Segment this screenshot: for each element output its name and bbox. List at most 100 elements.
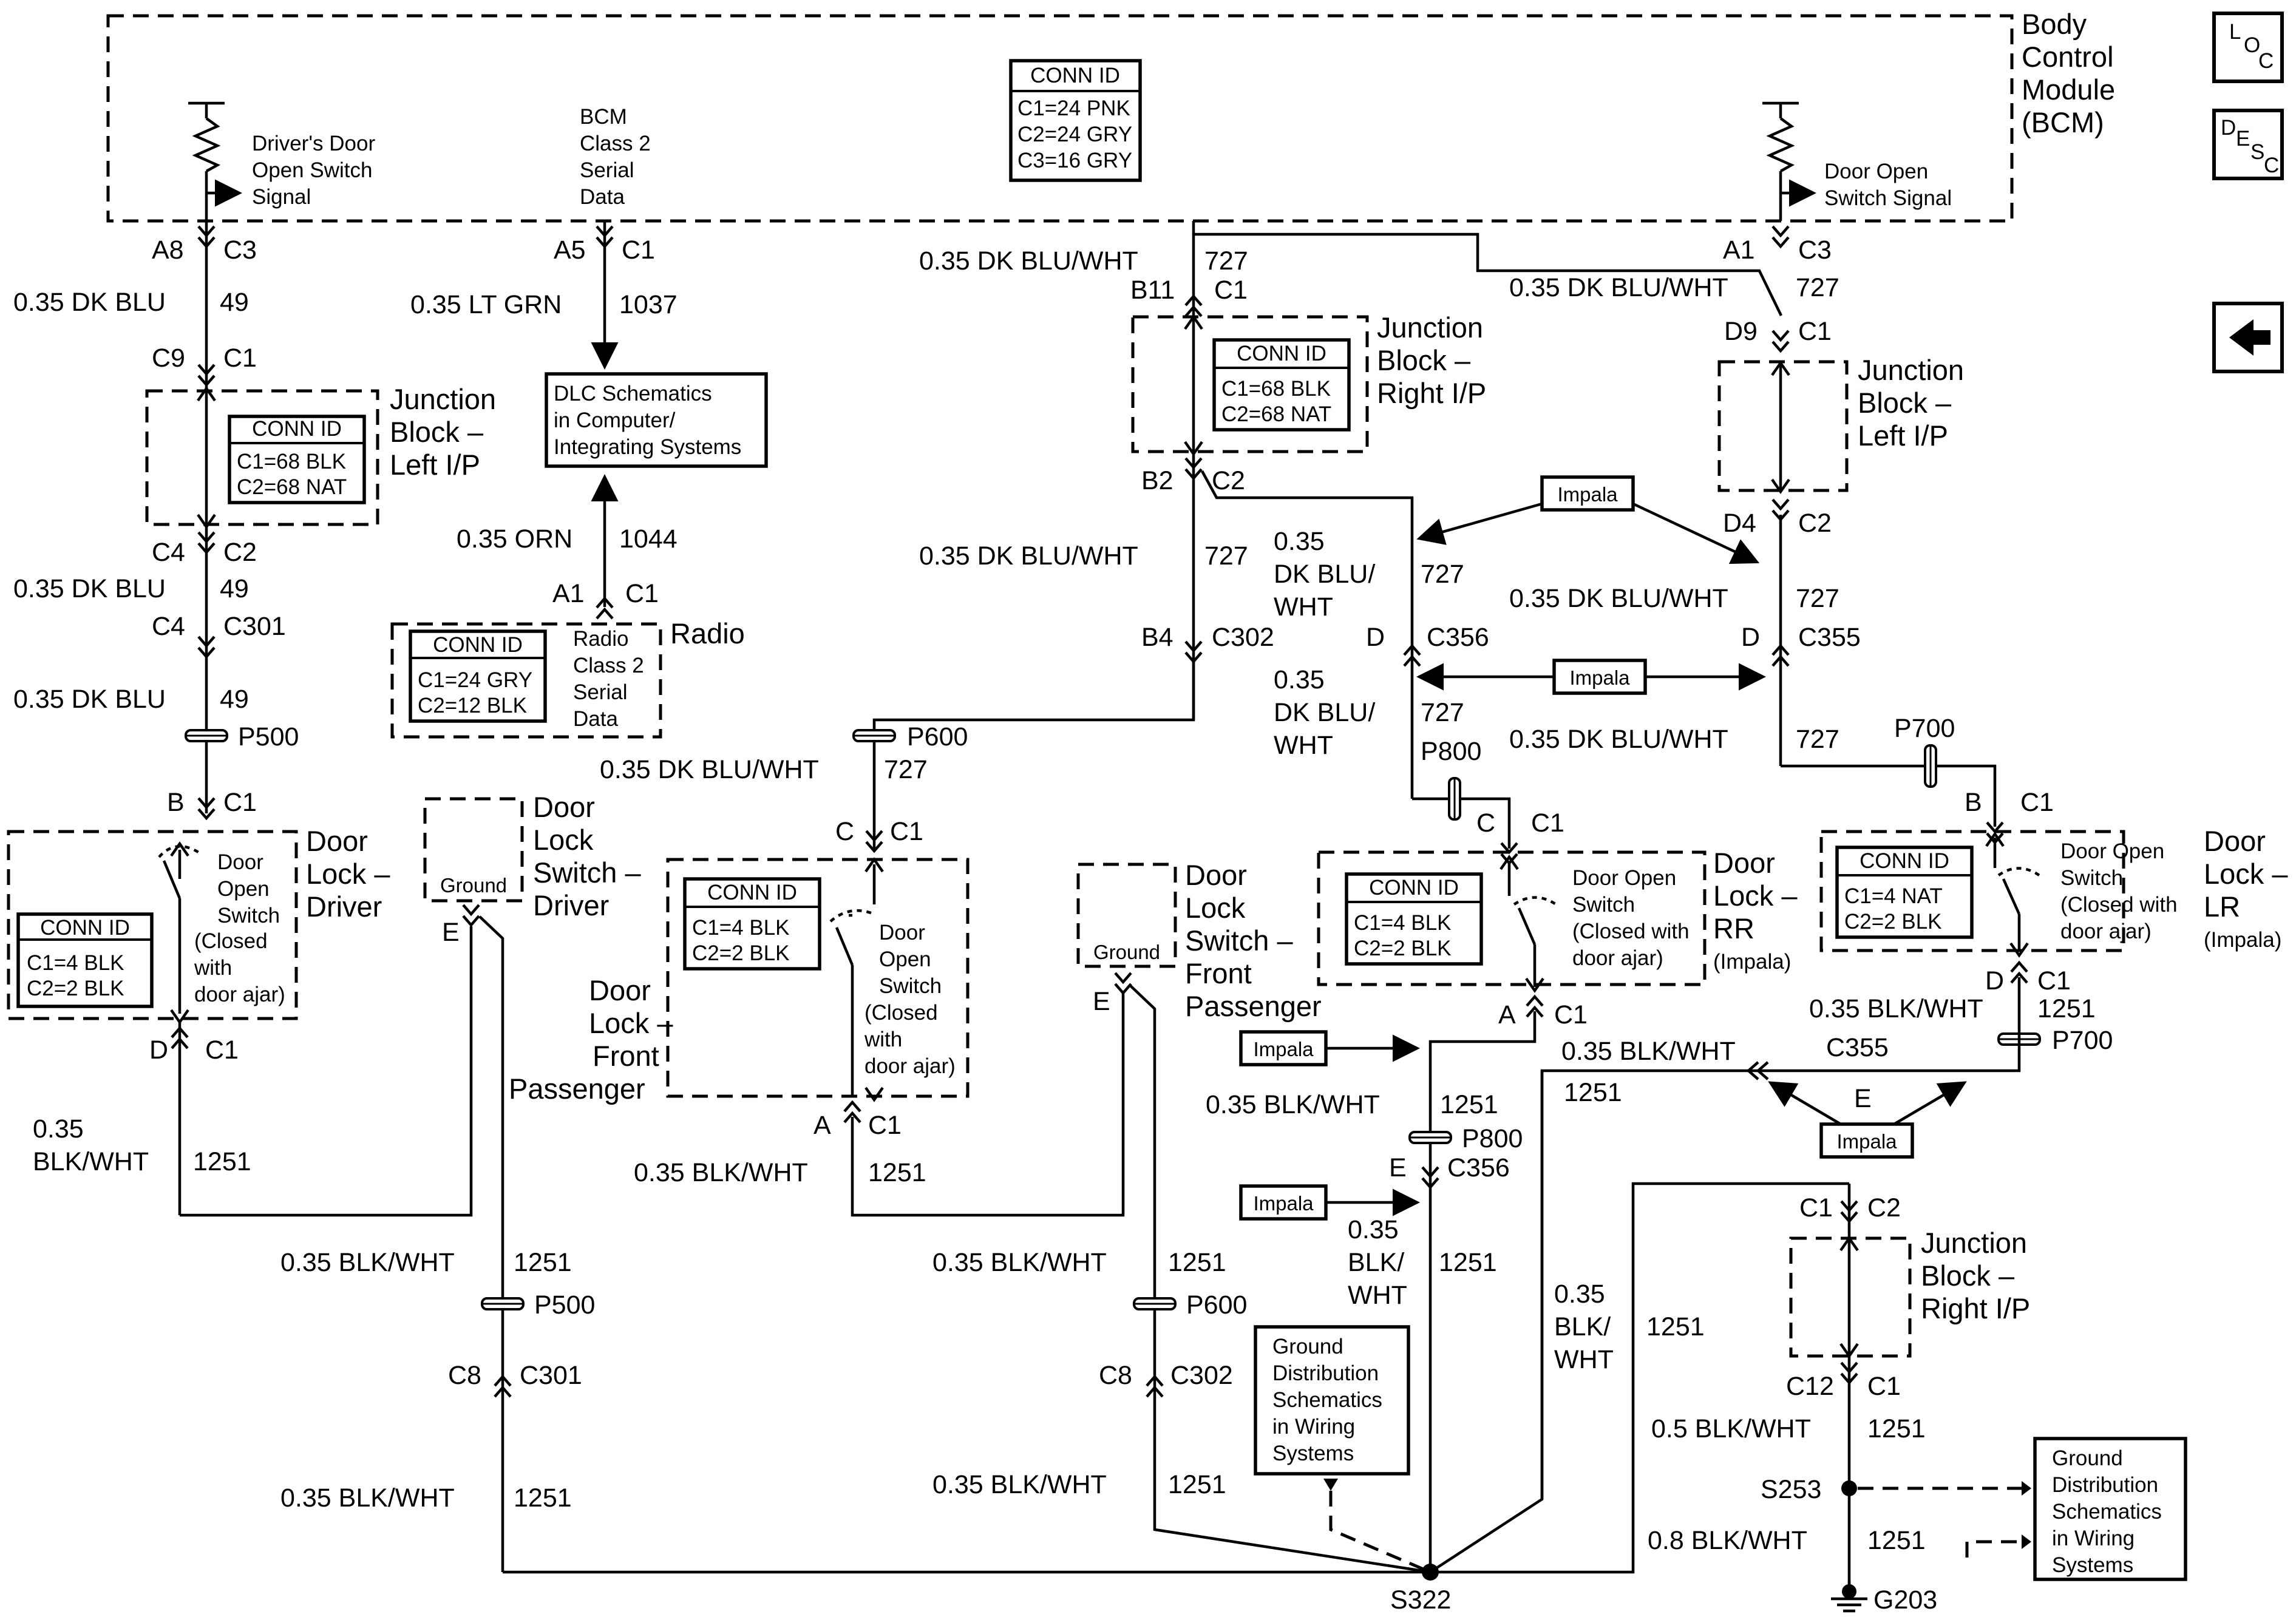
svg-text:E: E	[1093, 987, 1110, 1016]
svg-text:Open: Open	[217, 877, 270, 901]
loc-button[interactable]: L O C	[2212, 12, 2284, 83]
svg-text:P500: P500	[534, 1290, 595, 1320]
svg-text:0.35 DK BLU: 0.35 DK BLU	[13, 288, 166, 317]
svg-text:0.35: 0.35	[1274, 527, 1325, 556]
svg-text:0.35 DK BLU/WHT: 0.35 DK BLU/WHT	[919, 246, 1138, 276]
junction-block-right-ip-2: Junction Block – Right I/P	[1789, 1227, 2030, 1358]
svg-text:Class 2: Class 2	[573, 654, 644, 677]
svg-text:Ground: Ground	[1093, 941, 1160, 963]
svg-text:BLK/: BLK/	[1348, 1248, 1404, 1277]
svg-text:Lock –: Lock –	[1713, 880, 1798, 912]
svg-text:Door: Door	[1185, 859, 1247, 891]
svg-text:0.35: 0.35	[33, 1114, 84, 1144]
svg-text:49: 49	[220, 574, 249, 603]
svg-text:D4: D4	[1723, 509, 1756, 538]
impala-tag-4: Impala	[1416, 659, 1766, 695]
svg-text:BCM: BCM	[580, 105, 627, 129]
desc-button[interactable]: D E S C	[2212, 109, 2284, 180]
svg-text:A: A	[1498, 1000, 1516, 1029]
svg-text:S253: S253	[1761, 1475, 1821, 1504]
svg-text:door ajar): door ajar)	[2060, 920, 2152, 943]
svg-text:DK BLU/: DK BLU/	[1274, 698, 1375, 727]
svg-text:0.5 BLK/WHT: 0.5 BLK/WHT	[1651, 1414, 1811, 1443]
svg-text:1251: 1251	[1439, 1248, 1497, 1277]
svg-text:BLK/WHT: BLK/WHT	[33, 1147, 149, 1176]
svg-text:P600: P600	[907, 722, 968, 751]
svg-text:Junction: Junction	[1858, 354, 1964, 386]
svg-text:0.35 BLK/WHT: 0.35 BLK/WHT	[932, 1470, 1107, 1499]
svg-text:0.35 BLK/WHT: 0.35 BLK/WHT	[634, 1158, 808, 1187]
door-lock-switch-driver: Ground Door Lock Switch – Driver	[423, 791, 641, 921]
dlc-schematics-reference[interactable]: DLC Schematics in Computer/ Integrating …	[545, 372, 768, 468]
svg-text:Control: Control	[2022, 41, 2114, 73]
svg-text:0.35: 0.35	[1348, 1215, 1399, 1244]
svg-text:C301: C301	[223, 612, 286, 641]
svg-text:Front: Front	[593, 1040, 659, 1072]
svg-text:0.35 ORN: 0.35 ORN	[457, 524, 572, 554]
svg-text:C1: C1	[622, 236, 655, 265]
svg-text:0.35: 0.35	[1274, 665, 1325, 694]
svg-text:0.35 DK BLU/WHT: 0.35 DK BLU/WHT	[1509, 725, 1728, 754]
svg-text:CONN ID: CONN ID	[40, 916, 130, 940]
svg-text:Radio: Radio	[573, 627, 628, 651]
svg-text:Door: Door	[533, 791, 595, 823]
svg-text:Switch –: Switch –	[533, 856, 641, 889]
svg-text:A1: A1	[552, 579, 585, 608]
svg-text:Impala: Impala	[1836, 1130, 1897, 1153]
svg-text:Serial: Serial	[573, 680, 627, 704]
svg-text:Switch –: Switch –	[1185, 924, 1293, 957]
back-button[interactable]	[2212, 302, 2284, 373]
svg-text:CONN ID: CONN ID	[1237, 342, 1326, 365]
svg-text:C355: C355	[1826, 1033, 1889, 1062]
door-lock-rr: CONN ID C1=4 BLK C2=2 BLK Door Open Swit…	[1317, 847, 1798, 993]
svg-text:C2=68 NAT: C2=68 NAT	[1221, 402, 1331, 426]
svg-text:C1: C1	[2037, 966, 2071, 995]
door-lock-driver: CONN ID C1=4 BLK C2=2 BLK Door Open Swit…	[7, 825, 390, 1025]
svg-text:0.35 BLK/WHT: 0.35 BLK/WHT	[280, 1248, 455, 1277]
ground-distribution-reference-center[interactable]: Ground Distribution Schematics in Wiring…	[1254, 1325, 1431, 1574]
svg-text:Distribution: Distribution	[2052, 1473, 2158, 1497]
svg-text:Ground: Ground	[2052, 1446, 2123, 1470]
svg-text:1251: 1251	[2037, 994, 2096, 1023]
svg-text:Driver: Driver	[533, 889, 609, 921]
svg-text:Door Open: Door Open	[2060, 839, 2164, 863]
radio: CONN ID C1=24 GRY C2=12 BLK Radio Class …	[390, 617, 745, 739]
svg-text:CONN ID: CONN ID	[1030, 64, 1120, 87]
svg-text:727: 727	[1421, 698, 1464, 727]
svg-text:(Impala): (Impala)	[2204, 928, 2281, 952]
svg-text:B: B	[1965, 788, 1982, 817]
svg-text:C1=4 NAT: C1=4 NAT	[1844, 884, 1943, 908]
svg-text:1251: 1251	[1646, 1312, 1705, 1341]
svg-text:Door Open: Door Open	[1824, 160, 1928, 183]
svg-text:DLC Schematics: DLC Schematics	[554, 382, 712, 405]
svg-text:C2=2 BLK: C2=2 BLK	[1354, 937, 1452, 960]
svg-text:Door: Door	[879, 921, 925, 944]
svg-text:Impala: Impala	[1253, 1192, 1314, 1215]
svg-text:727: 727	[1421, 560, 1464, 589]
ground-distribution-reference-right[interactable]: Ground Distribution Schematics in Wiring…	[2033, 1437, 2187, 1581]
svg-text:0.35 BLK/WHT: 0.35 BLK/WHT	[1809, 994, 1983, 1023]
svg-text:C1: C1	[625, 579, 659, 608]
svg-text:RR: RR	[1713, 912, 1754, 944]
impala-tag-1: Impala	[1239, 1030, 1420, 1066]
svg-text:(Closed with: (Closed with	[2060, 893, 2178, 917]
svg-text:1251: 1251	[868, 1158, 926, 1187]
svg-text:Schematics: Schematics	[1272, 1388, 1382, 1412]
bcm-serial-data-label: BCM Class 2 Serial Data	[580, 105, 651, 209]
svg-text:door ajar): door ajar)	[1572, 946, 1663, 970]
svg-text:A: A	[813, 1111, 831, 1140]
svg-text:(Closed: (Closed	[864, 1001, 938, 1025]
svg-text:C: C	[1476, 808, 1495, 838]
svg-text:C: C	[2258, 49, 2274, 73]
door-open-pullup-resistor	[1762, 101, 1816, 221]
svg-text:Distribution: Distribution	[1272, 1361, 1379, 1385]
svg-text:C1: C1	[1867, 1372, 1901, 1401]
svg-text:C302: C302	[1170, 1361, 1233, 1390]
svg-text:P800: P800	[1421, 737, 1481, 766]
svg-text:C: C	[2264, 154, 2279, 177]
door-lock-switch-front-passenger: Ground Door Lock Switch – Front Passenge…	[1076, 859, 1322, 1022]
svg-text:1044: 1044	[619, 524, 678, 554]
svg-text:1251: 1251	[1168, 1470, 1226, 1499]
svg-text:E: E	[442, 918, 460, 947]
svg-text:1251: 1251	[1440, 1090, 1498, 1119]
